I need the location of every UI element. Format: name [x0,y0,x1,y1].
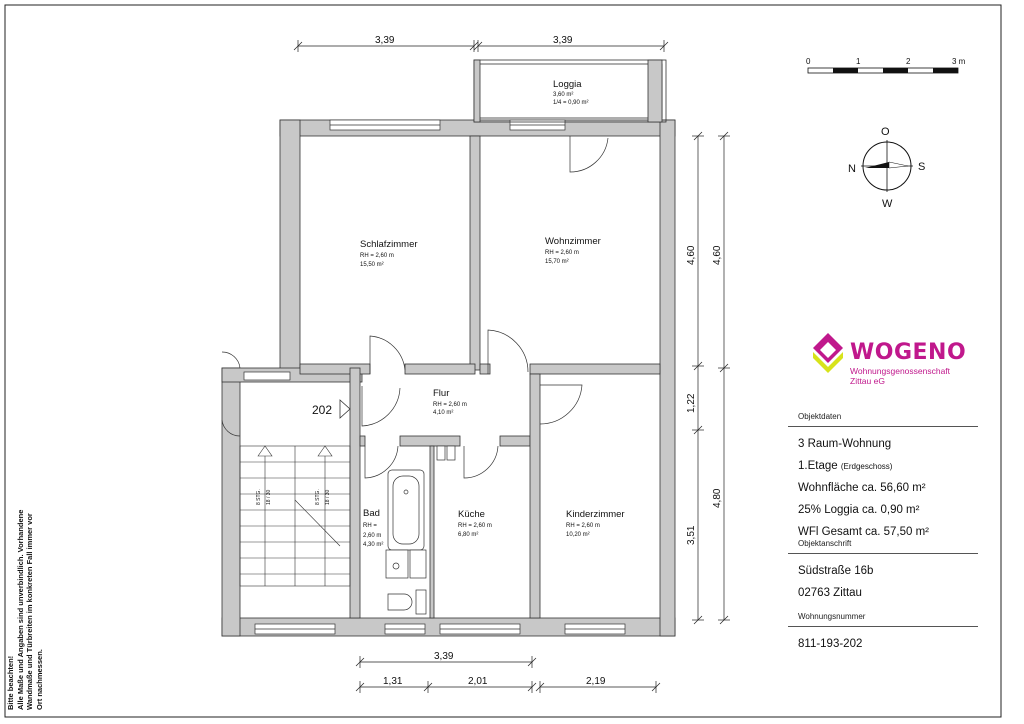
bath-fixtures [385,445,456,615]
flur-height: RH = 2,60 m [433,402,467,408]
living-area: Wohnfläche ca. 56,60 m² [798,482,926,494]
bad-height1: RH = [363,523,377,529]
total-area: WFl Gesamt ca. 57,50 m² [798,526,930,538]
dim-bottom-total: 3,39 [434,651,454,662]
company-logo: WOGENO Wohnungsgenossenschaft Zittau eG [812,332,966,386]
floor-info: 1.Etage (Erdgeschoss) [788,455,978,477]
compass-top: O [881,126,890,138]
logo-wordmark: WOGENO [850,340,967,365]
disclaimer-line-2: Alle Maße und Angaben sind unverbindlich… [15,509,25,710]
flur-name: Flur [433,388,449,399]
dim-right-upper-b: 4,60 [712,245,723,265]
loggia-outline [473,59,667,123]
address-label: Objektanschrift [788,539,978,554]
objektdaten-label: Objektdaten [788,412,978,427]
dim-top-left: 3,39 [375,35,395,46]
loggia-area-info: 25% Loggia ca. 0,90 m² [798,504,920,516]
disclaimer-line-4: Ort nachmessen. [34,649,44,710]
floor-note: (Erdgeschoss) [840,462,893,471]
apartment-type: 3 Raum-Wohnung [798,438,892,450]
schlafzimmer-name: Schlafzimmer [360,239,418,250]
dim-right-lower-b: 4,80 [712,488,723,508]
scale-bar: 0 1 2 3 m [806,57,966,74]
scale-label-2: 2 [906,57,911,66]
wohnzimmer-height: RH = 2,60 m [545,250,579,256]
kueche-height: RH = 2,60 m [458,523,492,529]
apartment-number: 202 [312,403,332,417]
floor-value: 1.Etage [798,460,838,472]
disclaimer-note: Bitte beachten! Alle Maße und Angaben si… [6,470,86,710]
kueche-area: 6,80 m² [458,532,478,538]
scale-label-3: 3 m [952,57,966,66]
stair-label-b: 8 STG. [315,489,321,505]
unit-number-label: Wohnungsnummer [788,612,978,627]
logo-subtitle-1: Wohnungsgenossenschaft [850,366,951,376]
dim-right-middle: 1,22 [686,393,697,413]
dim-bottom-b: 2,01 [468,676,488,687]
loggia-share: 1/4 = 0,90 m² [553,100,589,106]
kinderzimmer-area: 10,20 m² [566,532,590,538]
room-labels: Loggia 3,60 m² 1/4 = 0,90 m² Schlafzimme… [360,79,625,548]
logo-subtitle-2: Zittau eG [850,376,885,386]
schlafzimmer-area: 15,50 m² [360,262,384,268]
stair-ratio-b: 18 / 30 [325,489,331,505]
staircase [239,445,351,587]
windows [243,119,626,635]
interior-walls [299,135,661,619]
bad-name: Bad [363,508,380,519]
kueche-name: Küche [458,509,485,520]
dim-right-upper-a: 4,60 [686,245,697,265]
stair-label-a: 8 STG. [256,489,262,505]
bad-area: 4,30 m² [363,542,383,548]
kinderzimmer-height: RH = 2,60 m [566,523,600,529]
compass-icon: O S N W [848,126,925,210]
wohnzimmer-area: 15,70 m² [545,259,569,265]
compass-left: N [848,163,856,175]
kinderzimmer-name: Kinderzimmer [566,509,625,520]
wohnzimmer-name: Wohnzimmer [545,236,601,247]
scale-label-1: 1 [856,57,861,66]
dim-top-right: 3,39 [553,35,573,46]
wogeno-logo-icon [813,333,843,373]
dim-bottom-c: 2,19 [586,676,606,687]
disclaimer-line-1: Bitte beachten! [6,655,15,710]
disclaimer-line-3: Wandmaße und Türbreiten im konkreten Fal… [25,513,34,710]
unit-number: 811-193-202 [798,638,863,650]
bad-height2: 2,60 m [363,533,381,539]
dim-bottom-a: 1,31 [383,676,403,687]
scale-label-0: 0 [806,57,811,66]
doors [221,136,609,479]
stair-ratio-a: 18 / 30 [266,489,272,505]
schlafzimmer-height: RH = 2,60 m [360,253,394,259]
dimension-lines [293,40,730,693]
dimension-labels: 3,39 3,39 4,60 1,22 3,51 4,60 4,80 3,39 … [375,35,723,687]
dim-right-lower-a: 3,51 [686,525,697,545]
loggia-name: Loggia [553,79,582,90]
info-panel: Objektdaten 3 Raum-Wohnung 1.Etage (Erdg… [788,412,978,655]
flur-area: 4,10 m² [433,410,453,416]
street: Südstraße 16b [798,565,874,577]
compass-right: S [918,161,925,173]
compass-bottom: W [882,198,893,210]
loggia-area: 3,60 m² [553,92,573,98]
city: 02763 Zittau [798,587,862,599]
entrance-marker-icon [339,399,351,419]
